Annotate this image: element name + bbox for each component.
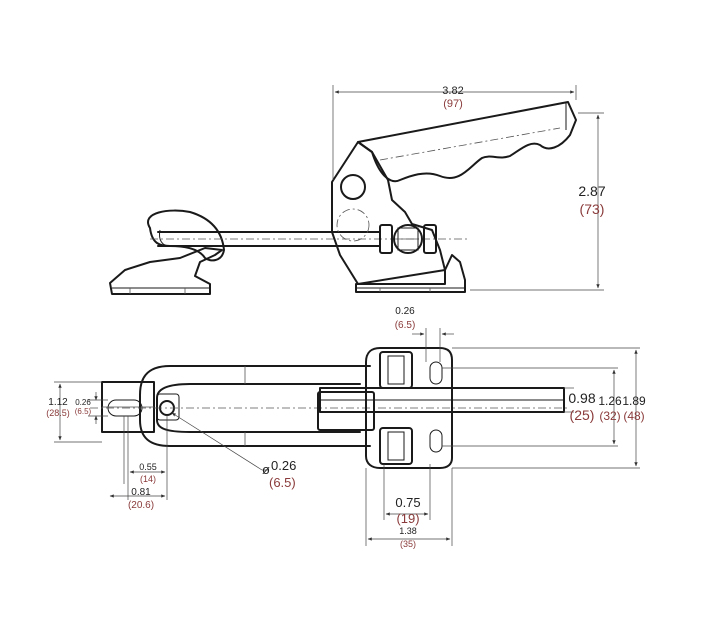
dim-slot-offset: 0.81 (20.6) bbox=[109, 487, 166, 511]
handle-bar-top bbox=[317, 387, 565, 431]
adjusting-nut bbox=[379, 224, 437, 254]
dim-hole-diameter-inch: 0.26 bbox=[271, 458, 296, 473]
dim-base-length-inch: 1.38 bbox=[399, 526, 417, 536]
dim-rod-width: 0.98 (25) bbox=[568, 390, 595, 423]
dim-slot-spacing: 0.26 (6.5) bbox=[395, 306, 454, 362]
latch-hook bbox=[147, 209, 225, 262]
dim-hole-offset-mm: (14) bbox=[140, 474, 156, 484]
frame-body bbox=[331, 141, 446, 285]
dim-slot-spacing-inch: 0.26 bbox=[395, 306, 415, 317]
dim-hole-offset-inch: 0.55 bbox=[139, 462, 157, 472]
dim-base-width-inch: 1.89 bbox=[622, 394, 646, 408]
dim-base-hole-span-inch: 0.75 bbox=[395, 495, 420, 510]
dim-slot-spacing-mm: (6.5) bbox=[395, 320, 416, 331]
base-plate-side bbox=[109, 247, 466, 295]
dim-base-width-mm: (48) bbox=[623, 409, 644, 423]
dim-rod-width-mm: (25) bbox=[570, 407, 595, 423]
dim-slot-width: 0.26 (6.5) bbox=[75, 392, 98, 424]
dim-slot-offset-mm: (20.6) bbox=[128, 500, 154, 511]
latch-rod bbox=[150, 231, 470, 247]
dim-base-length-mm: (35) bbox=[400, 539, 416, 549]
dim-outer-width-inch: 1.12 bbox=[48, 397, 68, 408]
dim-overall-length-mm: (97) bbox=[443, 98, 463, 110]
base-plate-top bbox=[365, 347, 453, 469]
dim-hole-diameter-mm: (6.5) bbox=[269, 475, 296, 490]
dim-base-hole-spacing-mm: (32) bbox=[599, 409, 620, 423]
dim-base-hole-span-mm: (19) bbox=[396, 511, 419, 526]
dim-slot-width-mm: (6.5) bbox=[75, 407, 92, 416]
top-view: 1.12 (28.5) 0.26 (6.5) 0.55 (14) 0.81 (2… bbox=[46, 306, 646, 549]
dim-overall-length-inch: 3.82 bbox=[442, 85, 463, 97]
dim-base-width: 1.89 (48) bbox=[622, 349, 646, 467]
u-rod-loop bbox=[90, 365, 570, 447]
dim-base-hole-span: 0.75 (19) bbox=[385, 495, 429, 526]
dim-rod-width-inch: 0.98 bbox=[568, 390, 595, 406]
dim-overall-height: 2.87 (73) bbox=[470, 112, 606, 291]
dim-hole-diameter: ø 0.26 (6.5) bbox=[171, 412, 296, 490]
dim-overall-length: 3.82 (97) bbox=[332, 85, 577, 180]
side-view: 3.82 (97) 2.87 (73) bbox=[109, 85, 606, 295]
dim-overall-height-inch: 2.87 bbox=[578, 183, 605, 199]
dim-hole-offset: 0.55 (14) bbox=[129, 462, 166, 484]
dim-base-hole-spacing-inch: 1.26 bbox=[598, 394, 622, 408]
dim-slot-offset-inch: 0.81 bbox=[131, 487, 151, 498]
dim-base-hole-spacing: 1.26 (32) bbox=[598, 369, 622, 445]
dim-base-length: 1.38 (35) bbox=[367, 526, 451, 549]
dim-overall-height-mm: (73) bbox=[580, 201, 605, 217]
dim-slot-width-inch: 0.26 bbox=[75, 398, 91, 407]
dim-outer-width-mm: (28.5) bbox=[46, 408, 70, 418]
hole-diameter-symbol: ø bbox=[262, 462, 270, 477]
dim-outer-width: 1.12 (28.5) bbox=[46, 383, 70, 441]
clamp-handle bbox=[357, 101, 577, 183]
